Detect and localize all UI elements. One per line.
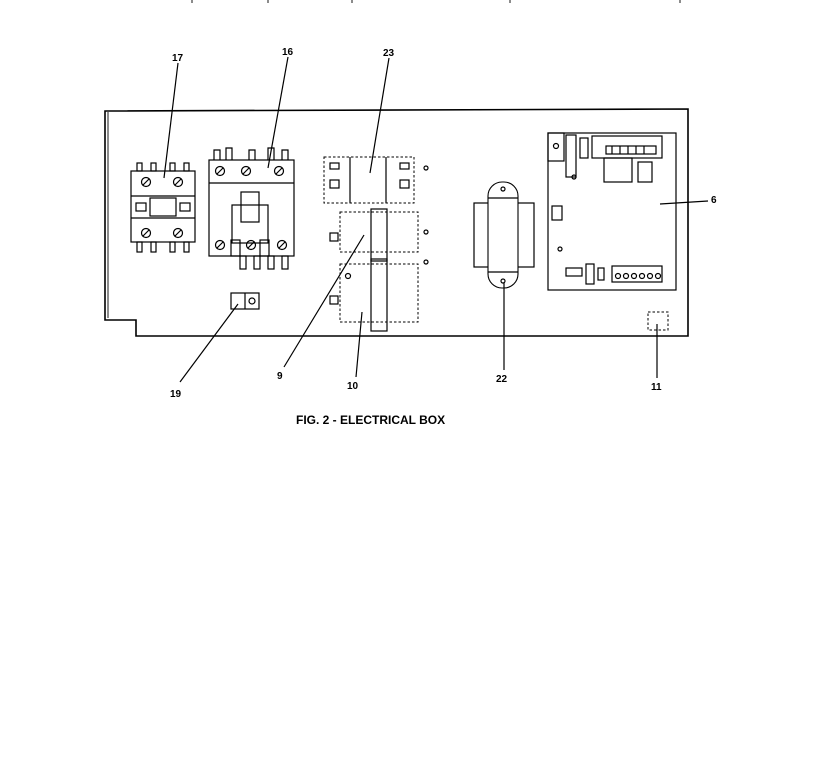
callouts: 17 16 23 6 19 9 10 22 11 (170, 47, 717, 400)
callout-10: 10 (347, 381, 359, 392)
callout-16: 16 (282, 47, 294, 58)
callout-22: 22 (496, 374, 508, 385)
contactor-16 (208, 147, 295, 270)
callout-19: 19 (170, 389, 182, 400)
relay-10 (329, 258, 429, 332)
control-board-6 (547, 132, 677, 291)
block-11 (647, 311, 669, 331)
relay-23 (323, 156, 429, 204)
relay-9 (329, 208, 429, 262)
callout-11: 11 (651, 382, 662, 393)
contactor-17 (130, 162, 196, 253)
figure-caption: FIG. 2 - ELECTRICAL BOX (296, 413, 445, 427)
panel-outline (104, 108, 689, 337)
callout-23: 23 (383, 48, 395, 59)
callout-9: 9 (277, 371, 283, 382)
callout-17: 17 (172, 53, 184, 64)
ground-lug-19 (230, 292, 260, 310)
callout-6: 6 (711, 195, 717, 206)
scan-marks (191, 0, 681, 3)
leader-lines (163, 56, 709, 383)
transformer-22 (473, 181, 535, 289)
